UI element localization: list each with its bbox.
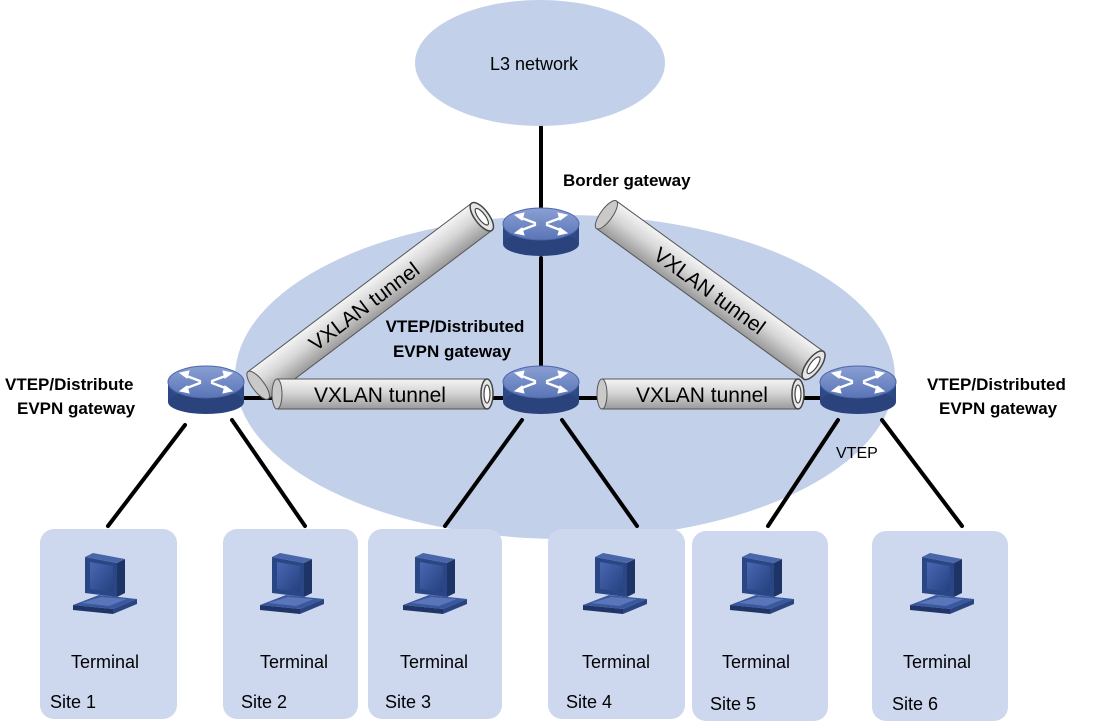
- switch-icon: [166, 364, 246, 416]
- link-right-site5: [766, 418, 840, 528]
- cloud-label: L3 network: [490, 54, 579, 74]
- terminal-label: Terminal: [903, 652, 971, 672]
- right-vtep-label: VTEP: [836, 445, 878, 462]
- tunnel-right-horizontal: VXLAN tunnel: [596, 378, 805, 410]
- border-gateway-label: Border gateway: [563, 171, 691, 190]
- site-boxes: [40, 529, 1008, 721]
- left-gateway-label-line2: EVPN gateway: [17, 399, 136, 418]
- tunnel-label: VXLAN tunnel: [636, 384, 768, 407]
- switch-icon: [501, 364, 581, 416]
- terminal-label: Terminal: [400, 652, 468, 672]
- tunnel-left-horizontal: VXLAN tunnel: [271, 378, 494, 410]
- tunnel-label: VXLAN tunnel: [314, 384, 446, 407]
- left-gateway-label-line1: VTEP/Distribute: [5, 375, 133, 394]
- link-right-site6: [880, 418, 964, 528]
- right-gateway-label-line2: EVPN gateway: [939, 399, 1058, 418]
- link-center-site3: [443, 418, 524, 528]
- switch-icon: [818, 364, 898, 416]
- site-box-1: [40, 529, 177, 719]
- l3-network-cloud: [415, 0, 665, 126]
- site-box-4: [548, 529, 685, 719]
- site-label: Site 5: [710, 694, 756, 714]
- link-left-site1: [106, 423, 187, 528]
- center-gateway-label-line2: EVPN gateway: [393, 342, 512, 361]
- right-gateway-label-line1: VTEP/Distributed: [927, 375, 1066, 394]
- terminal-label: Terminal: [260, 652, 328, 672]
- site-label: Site 4: [566, 692, 612, 712]
- link-left-site2: [230, 418, 307, 528]
- center-gateway-label-line1: VTEP/Distributed: [386, 317, 525, 336]
- site-label: Site 2: [241, 692, 287, 712]
- terminal-label: Terminal: [71, 652, 139, 672]
- terminal-label: Terminal: [722, 652, 790, 672]
- site-box-3: [368, 529, 502, 719]
- switch-icon: [501, 206, 581, 258]
- site-box-2: [223, 529, 358, 719]
- site-label: Site 6: [892, 694, 938, 714]
- link-center-site4: [560, 418, 639, 528]
- terminal-label: Terminal: [582, 652, 650, 672]
- site-box-6: [872, 531, 1008, 721]
- site-box-5: [692, 531, 828, 721]
- site-label: Site 1: [50, 692, 96, 712]
- site-label: Site 3: [385, 692, 431, 712]
